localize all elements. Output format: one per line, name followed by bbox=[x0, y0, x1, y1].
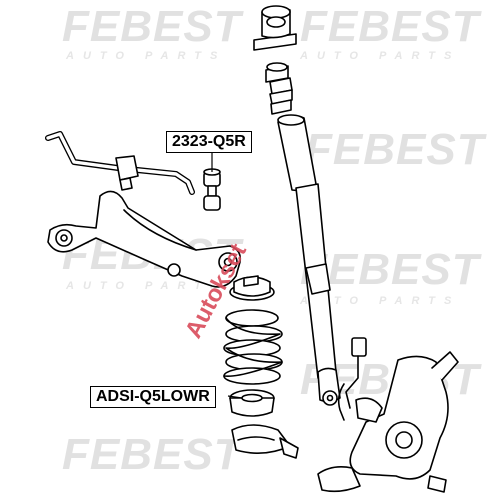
watermark-tagline: AUTO PARTS bbox=[300, 295, 461, 307]
lower-control-arm bbox=[47, 190, 242, 288]
level-sensor bbox=[337, 337, 367, 421]
part-label-stabilizer-link[interactable]: 2323-Q5R bbox=[166, 131, 252, 153]
bump-stop bbox=[265, 62, 293, 115]
spring-seat bbox=[231, 424, 299, 459]
wheel-knuckle bbox=[317, 351, 459, 493]
leader-line-spring-bumper bbox=[227, 395, 243, 399]
top-mount bbox=[253, 5, 297, 51]
lower-spring-pad bbox=[229, 389, 275, 417]
watermark-brand: FEBEST bbox=[300, 2, 480, 51]
dust-boot bbox=[277, 114, 317, 192]
upper-spring-pad bbox=[229, 275, 275, 301]
watermark-tagline: AUTO PARTS bbox=[66, 280, 227, 292]
watermark-brand: FEBEST bbox=[62, 2, 242, 51]
watermark-tagline: AUTO PARTS bbox=[300, 50, 461, 62]
watermark-tagline: AUTO PARTS bbox=[66, 50, 227, 62]
shock-absorber bbox=[295, 183, 341, 406]
watermark-brand: FEBEST bbox=[305, 125, 485, 174]
watermark-brand: FEBEST bbox=[62, 430, 242, 479]
stabilizer-bar bbox=[45, 131, 195, 195]
part-label-spring-bumper[interactable]: ADSI-Q5LOWR bbox=[90, 386, 216, 408]
stabilizer-link bbox=[203, 168, 221, 211]
coil-spring bbox=[223, 309, 283, 385]
